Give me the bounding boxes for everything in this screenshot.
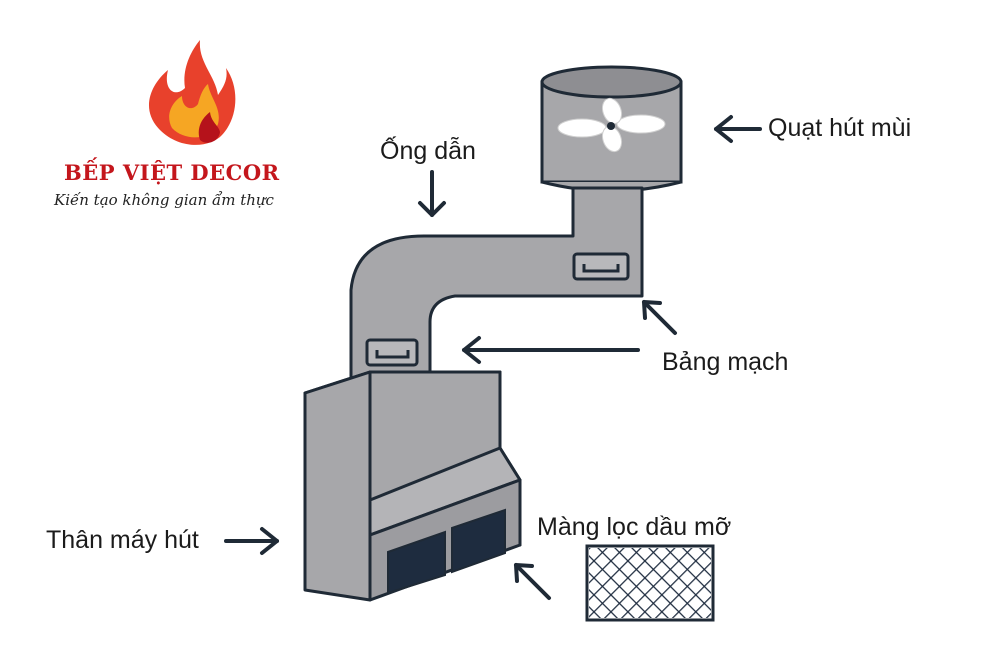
duct-pipe — [349, 186, 644, 397]
brand-name: BẾP VIỆT DECOR — [64, 160, 280, 185]
label-duct: Ống dẫn — [380, 137, 476, 165]
flame-logo-icon — [148, 40, 236, 145]
circuit-board-lower — [365, 338, 419, 367]
label-board: Bảng mạch — [662, 348, 789, 376]
label-filter: Màng lọc dầu mỡ — [537, 513, 732, 541]
fan-blade-icon — [557, 97, 666, 153]
arrow-left-icon-fan — [714, 115, 762, 143]
arrow-up-left-icon-board — [642, 300, 677, 335]
label-fan: Quạt hút mùi — [768, 114, 912, 142]
exhaust-fan — [540, 65, 683, 193]
arrow-left-icon-board — [462, 336, 640, 364]
label-body: Thân máy hút — [46, 526, 199, 554]
arrow-right-icon-body — [224, 527, 279, 555]
hood-body — [303, 370, 522, 602]
grease-filter-mesh — [585, 544, 715, 622]
circuit-board-upper — [572, 252, 630, 281]
brand-tagline: Kiến tạo không gian ẩm thực — [54, 191, 274, 209]
arrow-up-left-icon-filter — [514, 563, 551, 600]
arrow-down-icon-duct — [418, 170, 446, 217]
